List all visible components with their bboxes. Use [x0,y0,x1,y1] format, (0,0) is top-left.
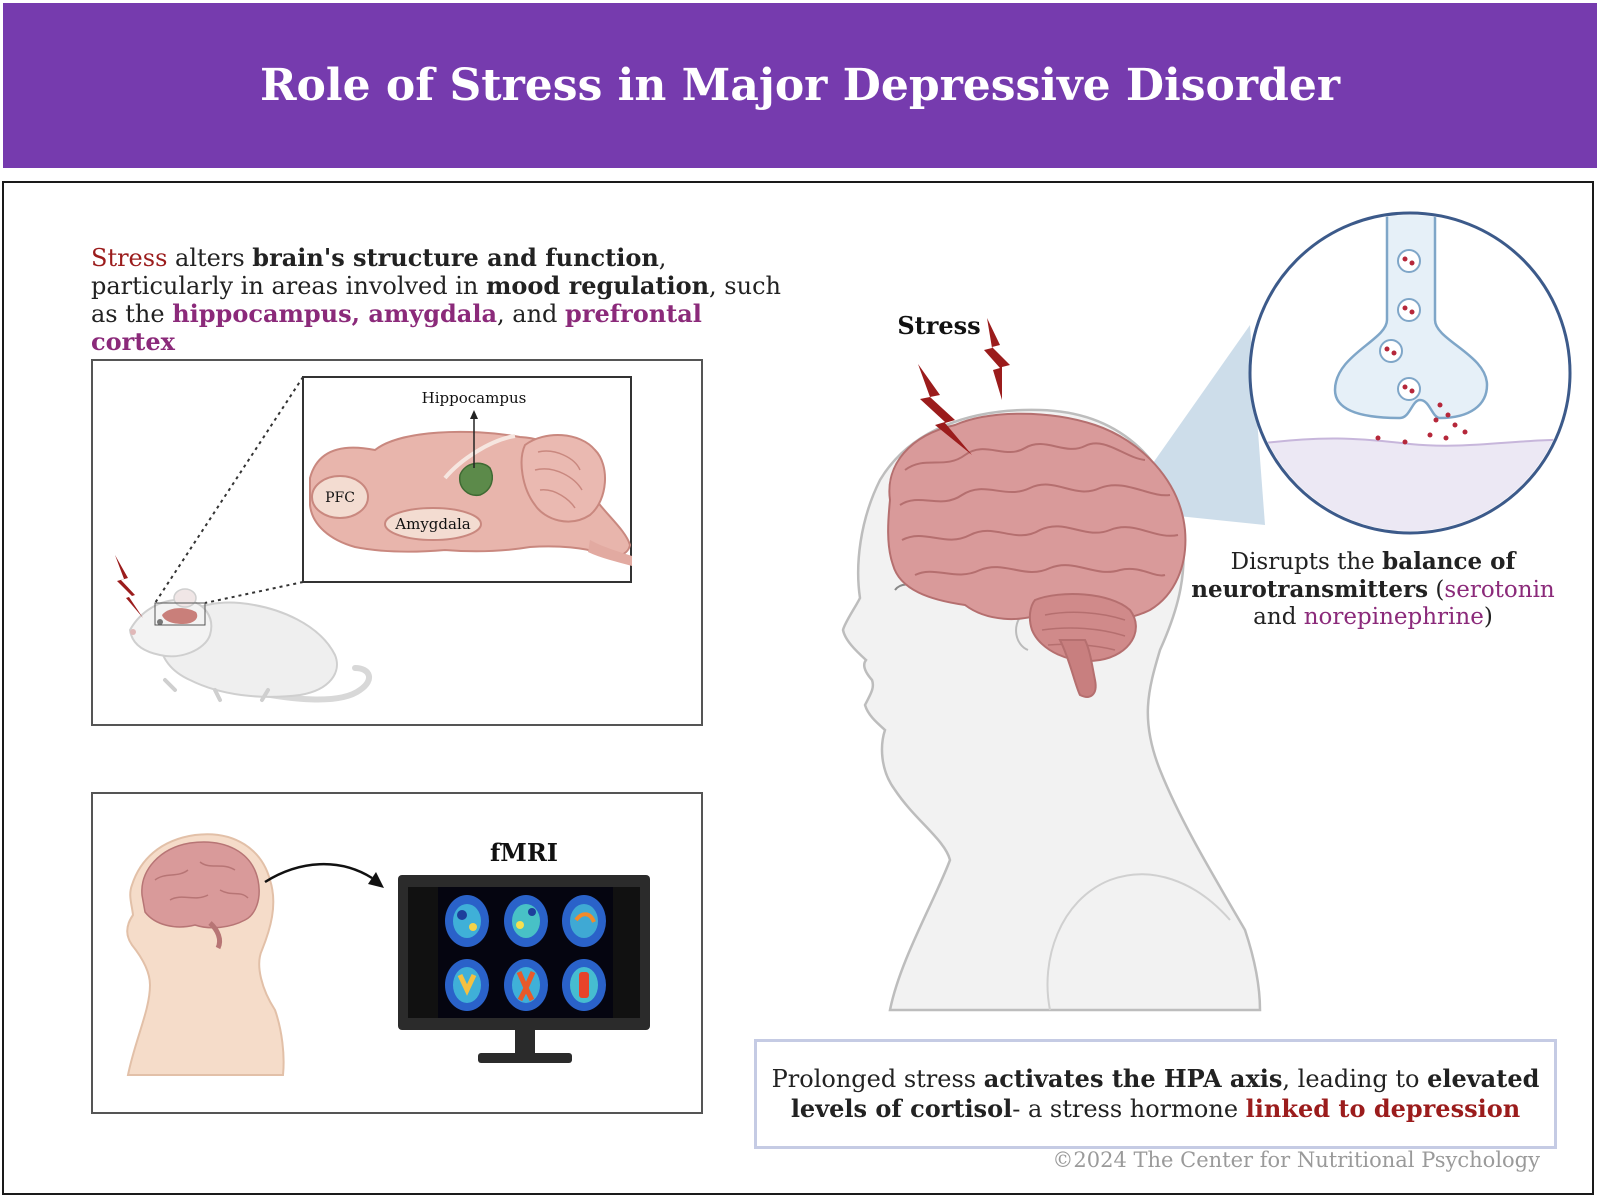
title-banner: Role of Stress in Major Depressive Disor… [3,3,1597,168]
content-frame [2,181,1594,1195]
fmri-label: fMRI [490,838,558,867]
neurotransmitter-caption: Disrupts the balance of neurotransmitter… [1178,548,1568,631]
pfc-label: PFC [325,490,355,506]
stress-bolt-right-icon [984,318,1010,400]
page-title: Role of Stress in Major Depressive Disor… [259,60,1341,111]
neuro-t4: ) [1483,604,1493,630]
amygdala-label: Amygdala [394,515,470,533]
neuro-norepinephrine: norepinephrine [1303,604,1484,630]
intro-t1: alters [167,244,253,272]
synapse-zoom [1248,211,1572,535]
intro-text: Stress alters brain's structure and func… [91,244,791,356]
small-head-figure [126,833,285,1076]
intro-stress: Stress [91,244,168,272]
hpa-text: Prolonged stress activates the HPA axis,… [771,1064,1540,1124]
hpa-t3: - a stress hormone [1012,1095,1246,1123]
intro-b1: brain's structure and function [252,243,659,272]
hippocampus-label: Hippocampus [422,389,527,407]
stress-bolt-left-icon [918,364,972,455]
copyright: ©2024 The Center for Nutritional Psychol… [1052,1148,1540,1172]
intro-t2: , particularly in areas involved in [91,244,667,300]
human-brain [887,412,1187,698]
neuro-t1: Disrupts the [1230,549,1383,575]
stress-bolt-icon [115,555,143,618]
neuro-t2: ( [1428,577,1445,603]
neuro-serotonin: serotonin [1444,577,1555,603]
neuro-t3: and [1253,604,1304,630]
hpa-t1: Prolonged stress [771,1065,984,1093]
intro-b2: mood regulation [486,271,710,300]
intro-regions2: prefrontal cortex [91,299,702,356]
neuro-b1: balance of neurotransmitters [1191,548,1516,603]
intro-t3: , such as the [91,272,781,328]
hpa-b1: activates the HPA axis [983,1064,1283,1093]
hpa-t2: , leading to [1282,1065,1428,1093]
mouse-figure [128,588,372,703]
head-stress-label: Stress [897,311,980,340]
hpa-red: linked to depression [1245,1094,1521,1123]
hpa-axis-box: Prolonged stress activates the HPA axis,… [754,1039,1557,1149]
intro-regions1: hippocampus, amygdala [172,299,498,328]
intro-t4: , and [497,300,566,328]
mouse-brain-sagittal [309,410,632,566]
fmri-scans [445,895,606,1011]
hpa-b2: elevated levels of cortisol [790,1064,1540,1123]
